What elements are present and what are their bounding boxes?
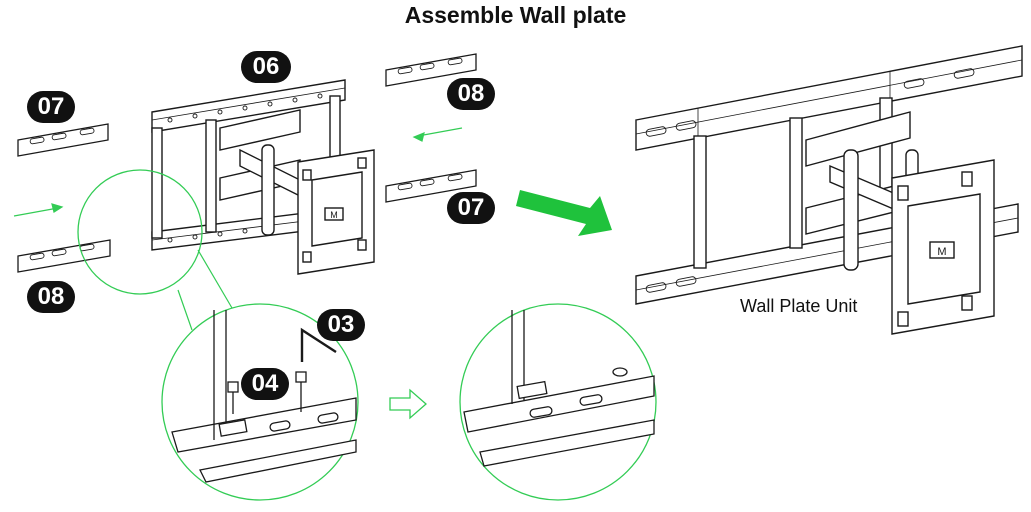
- part-badge-08-left: 08: [27, 281, 75, 313]
- rail-08-right: [385, 53, 477, 87]
- insert-arrow-left: [13, 203, 64, 217]
- wall-plate-unit-caption: Wall Plate Unit: [740, 296, 858, 316]
- part-badge-08-right: 08: [447, 78, 495, 110]
- part-badge-04: 04: [241, 368, 289, 400]
- svg-text:M: M: [330, 210, 338, 220]
- hollow-arrow: [389, 388, 427, 420]
- part-badge-06: 06: [241, 51, 291, 83]
- part-badge-03: 03: [317, 309, 365, 341]
- callout-source-circle: [77, 169, 203, 295]
- svg-text:M: M: [937, 246, 946, 258]
- detail-circle-before: [161, 303, 359, 501]
- part-badge-07-left: 07: [27, 91, 75, 123]
- part-badge-07-right: 07: [447, 192, 495, 224]
- assembled-wall-plate: M: [635, 45, 1023, 335]
- rail-07-right: [385, 169, 477, 203]
- page-title: Assemble Wall plate: [404, 2, 627, 28]
- left-wall-plate: M: [151, 79, 375, 275]
- detail-circle-after: [459, 303, 657, 501]
- rail-07-left: [17, 123, 109, 157]
- rail-08-left: [17, 239, 111, 273]
- result-arrow: [516, 190, 612, 236]
- insert-arrow-right: [412, 127, 463, 142]
